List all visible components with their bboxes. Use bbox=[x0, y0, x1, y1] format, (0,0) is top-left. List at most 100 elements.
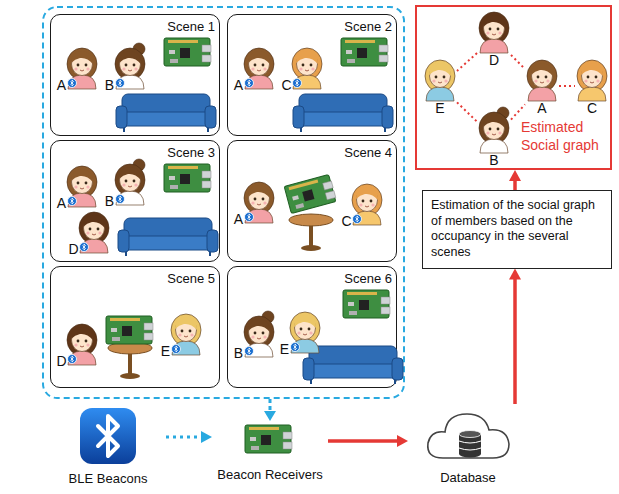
drawing-part bbox=[540, 82, 544, 83]
member-letter: A bbox=[525, 100, 559, 118]
person-letter: D bbox=[68, 241, 79, 259]
drawing-part bbox=[459, 451, 481, 458]
drawing-part bbox=[531, 63, 553, 76]
drawing-part bbox=[77, 182, 80, 185]
illustration bbox=[477, 109, 511, 153]
text-slot: Scene 5 bbox=[149, 271, 215, 287]
drawing-part bbox=[71, 80, 74, 86]
drawing-part bbox=[534, 79, 537, 82]
drawing-part bbox=[80, 408, 136, 464]
person-letter: A bbox=[233, 211, 244, 229]
connector bbox=[509, 170, 521, 190]
drawing-part bbox=[365, 206, 369, 207]
drawing-part bbox=[68, 79, 77, 88]
drawing-part bbox=[115, 164, 145, 196]
drawing-part bbox=[295, 203, 304, 209]
drawing-part bbox=[379, 45, 388, 52]
drawing-part bbox=[497, 128, 500, 131]
graph-title: Estimated Social graph bbox=[521, 119, 609, 154]
drawing-part bbox=[492, 34, 496, 35]
drawing-part bbox=[116, 195, 125, 204]
drawing-part bbox=[257, 204, 261, 205]
drawing-part bbox=[262, 198, 265, 201]
text-slot: Database bbox=[408, 470, 528, 486]
drawing-part bbox=[71, 198, 74, 204]
text-slot: C bbox=[341, 213, 352, 231]
drawing-part bbox=[85, 340, 88, 343]
drawing-part bbox=[480, 139, 508, 153]
drawing-part bbox=[353, 211, 381, 225]
drawing-part bbox=[74, 67, 77, 70]
drawing-part bbox=[480, 39, 508, 53]
drawing-part bbox=[249, 427, 279, 430]
drawing-part bbox=[120, 112, 212, 126]
drawing-part bbox=[118, 230, 129, 252]
drawing-part bbox=[357, 48, 367, 58]
illustration bbox=[575, 57, 609, 101]
person-letter: D bbox=[56, 353, 67, 371]
drawing-part bbox=[248, 185, 270, 198]
drawing-part bbox=[296, 51, 318, 64]
drawing-part bbox=[251, 67, 254, 70]
drawing-part bbox=[209, 252, 211, 256]
drawing-part bbox=[254, 64, 257, 67]
member-letter: D bbox=[477, 52, 511, 70]
drawing-part bbox=[261, 435, 271, 445]
drawing-part bbox=[384, 128, 386, 132]
drawing-part bbox=[250, 437, 256, 441]
drawing-part bbox=[283, 432, 292, 439]
drawing-part bbox=[347, 292, 377, 295]
text-slot: E bbox=[423, 100, 457, 118]
drawing-part bbox=[168, 166, 198, 169]
drawing-part bbox=[294, 315, 316, 328]
drawing-part bbox=[71, 169, 93, 182]
drawing-part bbox=[284, 175, 336, 214]
text-slot: B bbox=[477, 152, 511, 170]
drawing-part bbox=[307, 364, 399, 378]
drawing-part bbox=[311, 67, 314, 70]
text-slot: A bbox=[56, 195, 67, 213]
drawing-part bbox=[577, 60, 607, 92]
scene-title: Scene 3 bbox=[149, 145, 215, 161]
drawing-part bbox=[68, 75, 96, 89]
drawing-part bbox=[98, 416, 118, 456]
drawing-part bbox=[429, 63, 451, 76]
drawing-part bbox=[128, 70, 132, 71]
drawing-part bbox=[352, 184, 382, 216]
drawing-part bbox=[245, 213, 254, 222]
drawing-part bbox=[189, 330, 192, 333]
drawing-part bbox=[80, 346, 84, 347]
drawing-part bbox=[345, 40, 375, 43]
drawing-part bbox=[392, 358, 403, 380]
drawing-part bbox=[98, 231, 101, 234]
drawing-part bbox=[180, 48, 190, 58]
drawing-part bbox=[245, 79, 254, 88]
drawing-part bbox=[133, 180, 136, 183]
illustration bbox=[423, 57, 457, 101]
member-letter: C bbox=[575, 100, 609, 118]
text-slot: Estimated Social graph bbox=[521, 119, 609, 154]
drawing-part bbox=[202, 171, 211, 178]
drawing-part bbox=[202, 55, 211, 62]
connector bbox=[457, 53, 477, 71]
drawing-part bbox=[89, 228, 92, 231]
drawing-part bbox=[245, 425, 292, 453]
drawing-part bbox=[92, 234, 96, 235]
drawing-part bbox=[110, 318, 140, 321]
drawing-part bbox=[498, 31, 501, 34]
drawing-part bbox=[254, 332, 257, 335]
drawing-part bbox=[80, 239, 108, 253]
scene-title: Scene 5 bbox=[149, 271, 215, 287]
drawing-part bbox=[119, 51, 141, 64]
drawing-part bbox=[172, 341, 200, 355]
drawing-part bbox=[77, 64, 80, 67]
drawing-part bbox=[479, 12, 509, 44]
drawing-part bbox=[262, 64, 265, 67]
drawing-part bbox=[428, 414, 509, 458]
drawing-part bbox=[497, 28, 500, 31]
drawing-part bbox=[85, 182, 88, 185]
drawing-part bbox=[341, 38, 388, 66]
connector-line bbox=[513, 179, 517, 190]
database-icon: Database bbox=[408, 404, 528, 488]
connector-line bbox=[457, 53, 477, 71]
